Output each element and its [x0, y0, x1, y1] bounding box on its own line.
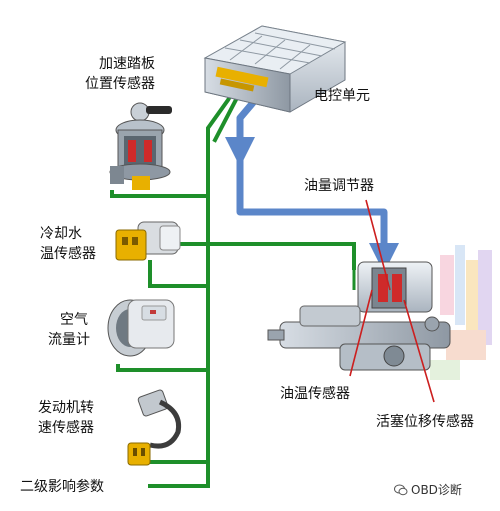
label-line: 速传感器: [38, 420, 94, 436]
label-line: 发动机转: [38, 400, 94, 416]
pointer-lines: [349, 199, 435, 403]
label-line: 空气: [60, 312, 88, 328]
label-fuel-quantity-regulator: 油量调节器: [304, 176, 374, 196]
label-line: 冷却水: [40, 226, 82, 242]
label-line: 油量调节器: [304, 178, 374, 194]
engine-speed-sensor: [127, 389, 182, 466]
label-ecu: 电控单元: [314, 86, 370, 106]
label-line: 流量计: [48, 332, 90, 348]
pump-background: [430, 245, 492, 380]
label-line: 位置传感器: [85, 76, 155, 92]
air-flow-meter: [107, 299, 175, 357]
label-line: 温传感器: [40, 246, 96, 262]
watermark-text: OBD诊断: [411, 483, 462, 497]
wechat-icon: [394, 484, 408, 496]
label-accelerator-pedal-sensor: 加速踏板 位置传感器: [85, 54, 155, 94]
label-line: 电控单元: [314, 88, 370, 104]
label-engine-speed-sensor: 发动机转 速传感器: [38, 398, 94, 438]
signal-wiring: [110, 85, 356, 488]
label-coolant-temp-sensor: 冷却水 温传感器: [40, 224, 96, 264]
label-line: 活塞位移传感器: [376, 414, 474, 430]
accelerator-pedal-sensor: [109, 102, 172, 190]
label-air-flow-meter: 空气 流量计: [48, 310, 90, 350]
label-piston-position-sensor: 活塞位移传感器: [376, 412, 474, 432]
watermark: OBD诊断: [394, 481, 462, 498]
coolant-temp-sensor: [115, 221, 181, 261]
label-line: 油温传感器: [280, 386, 350, 402]
label-secondary-params: 二级影响参数: [20, 477, 104, 497]
ecu-unit: [203, 25, 347, 113]
control-wiring: [236, 89, 388, 250]
label-oil-temp-sensor: 油温传感器: [280, 384, 350, 404]
injection-pump: [267, 261, 451, 371]
label-line: 加速踏板: [99, 56, 155, 72]
label-line: 二级影响参数: [20, 479, 104, 495]
